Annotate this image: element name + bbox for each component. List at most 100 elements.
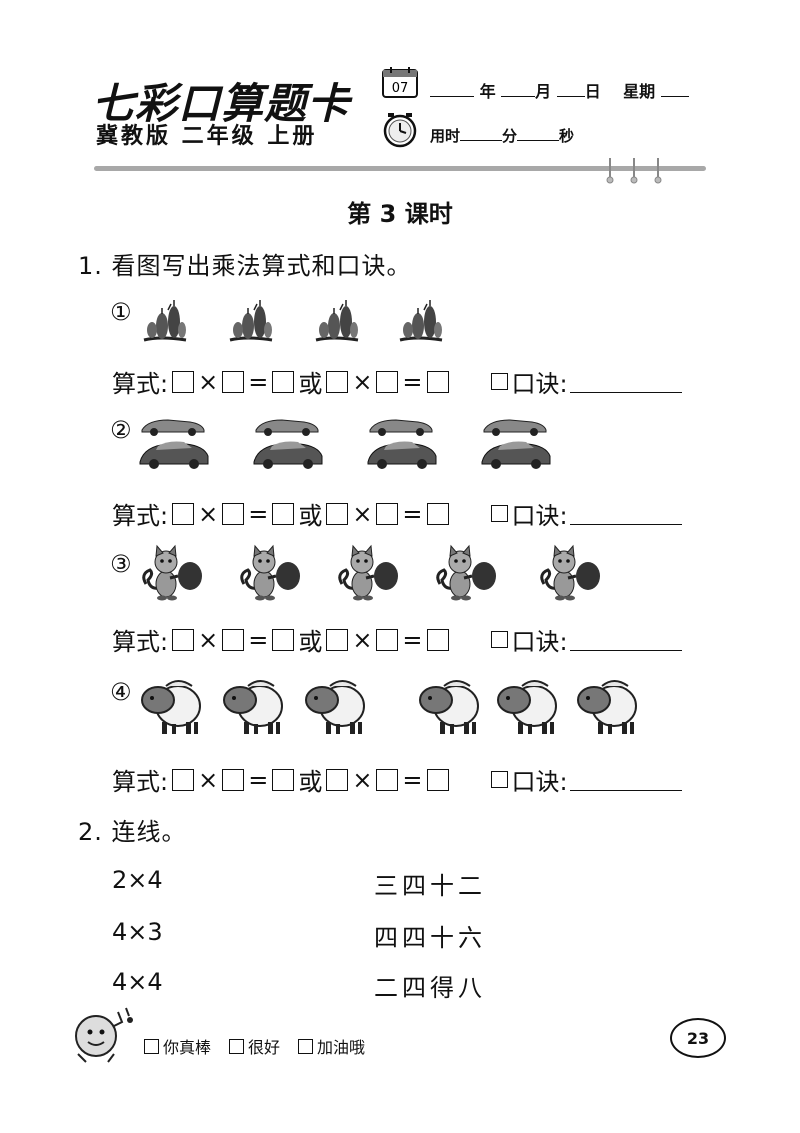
koujue-answer-line[interactable] [569,370,682,393]
answer-box[interactable] [172,502,195,525]
cat-with-guitar-picture-group [142,544,602,602]
koujue-answer-line[interactable] [569,628,682,651]
calendar-day: 07 [392,81,409,96]
feedback-checkbox[interactable] [144,1038,159,1054]
times-sign: × [198,765,219,794]
koujue-answer-line[interactable] [569,768,682,791]
minute-label: 分 [502,127,518,145]
equals-sign: = [402,499,423,528]
clock-icon [383,113,417,148]
match-left-item-2[interactable]: 4×3 [112,918,163,946]
answer-box[interactable] [426,768,449,791]
answer-box[interactable] [376,370,399,393]
koujue-label: 口诀: [511,370,568,398]
equals-sign: = [248,625,269,654]
feedback-option-2[interactable]: 很好 [229,1034,280,1058]
equals-sign: = [402,367,423,396]
koujue-checkbox [490,505,508,522]
answer-box[interactable] [222,370,245,393]
second-label: 秒 [559,127,575,145]
answer-box[interactable] [272,768,295,791]
answer-box[interactable] [222,502,245,525]
or-label: 或 [298,628,323,656]
weekday-label: 星期 [623,82,656,101]
minutes-blank[interactable] [460,126,503,141]
formula-label: 算式: [112,502,169,530]
koujue-label: 口诀: [511,628,568,656]
answer-box[interactable] [376,628,399,651]
answer-box[interactable] [272,502,295,525]
seconds-blank[interactable] [517,126,560,141]
times-sign: × [198,499,219,528]
answer-box[interactable] [326,502,349,525]
day-blank[interactable] [556,82,585,97]
answer-box[interactable] [426,628,449,651]
equals-sign: = [248,499,269,528]
lesson-title: 第 3 课时 [347,200,453,228]
month-blank[interactable] [501,82,536,97]
answer-box[interactable] [172,768,195,791]
answer-box[interactable] [376,768,399,791]
feedback-option-1[interactable]: 你真棒 [144,1034,211,1058]
feedback-label: 你真棒 [163,1038,212,1057]
year-label: 年 [479,82,496,101]
answer-box[interactable] [426,502,449,525]
times-sign: × [198,625,219,654]
answer-box[interactable] [222,628,245,651]
equals-sign: = [248,765,269,794]
formula-row-1: 算式: × = 或 × = 口诀: [112,364,682,399]
formula-row-4: 算式: × = 或 × = 口诀: [112,762,682,797]
cactus-plant-picture-group [142,298,444,342]
or-label: 或 [298,502,323,530]
answer-box[interactable] [326,628,349,651]
answer-box[interactable] [222,768,245,791]
answer-box[interactable] [426,370,449,393]
month-label: 月 [535,82,552,101]
answer-box[interactable] [172,628,195,651]
question-1-title: 1. 看图写出乘法算式和口诀。 [78,252,412,280]
match-right-item-2[interactable]: 四四十六 [374,924,486,952]
match-left-item-1[interactable]: 2×4 [112,866,163,894]
feedback-checkbox[interactable] [298,1038,314,1054]
equals-sign: = [248,367,269,396]
koujue-label: 口诀: [511,768,568,796]
equals-sign: = [402,765,423,794]
answer-box[interactable] [272,370,295,393]
edition-label: 冀教版 二年级 上册 [96,124,318,149]
item-2-marker: ② [110,416,132,444]
item-4-marker: ④ [110,678,132,706]
formula-label: 算式: [112,370,169,398]
times-sign: × [352,765,373,794]
answer-box[interactable] [326,768,349,791]
koujue-label: 口诀: [511,502,568,530]
mascot-icon [75,1007,133,1063]
match-left-item-3[interactable]: 4×4 [112,968,163,996]
feedback-option-3[interactable]: 加油哦 [298,1034,365,1058]
times-sign: × [198,367,219,396]
calendar-icon: 07 [382,67,418,98]
koujue-answer-line[interactable] [569,502,682,525]
item-1-marker: ① [110,298,132,326]
question-2-title: 2. 连线。 [78,818,187,846]
or-label: 或 [298,370,323,398]
sheep-picture-group [141,680,637,735]
answer-box[interactable] [326,370,349,393]
feedback-checkbox[interactable] [229,1038,245,1054]
answer-box[interactable] [272,628,295,651]
koujue-checkbox [490,631,508,648]
weekday-blank[interactable] [660,82,689,97]
formula-row-3: 算式: × = 或 × = 口诀: [112,622,682,657]
feedback-label: 很好 [248,1038,281,1057]
match-right-item-1[interactable]: 三四十二 [374,872,486,900]
koujue-checkbox [490,771,508,788]
year-blank[interactable] [430,82,474,97]
item-3-marker: ③ [110,550,132,578]
page-number: 23 [670,1018,726,1058]
time-fill-line: 用时 分 秒 [430,125,574,146]
answer-box[interactable] [172,370,195,393]
formula-label: 算式: [112,628,169,656]
answer-box[interactable] [376,502,399,525]
match-right-item-3[interactable]: 二四得八 [374,974,486,1002]
time-used-label: 用时 [430,127,461,145]
times-sign: × [352,367,373,396]
